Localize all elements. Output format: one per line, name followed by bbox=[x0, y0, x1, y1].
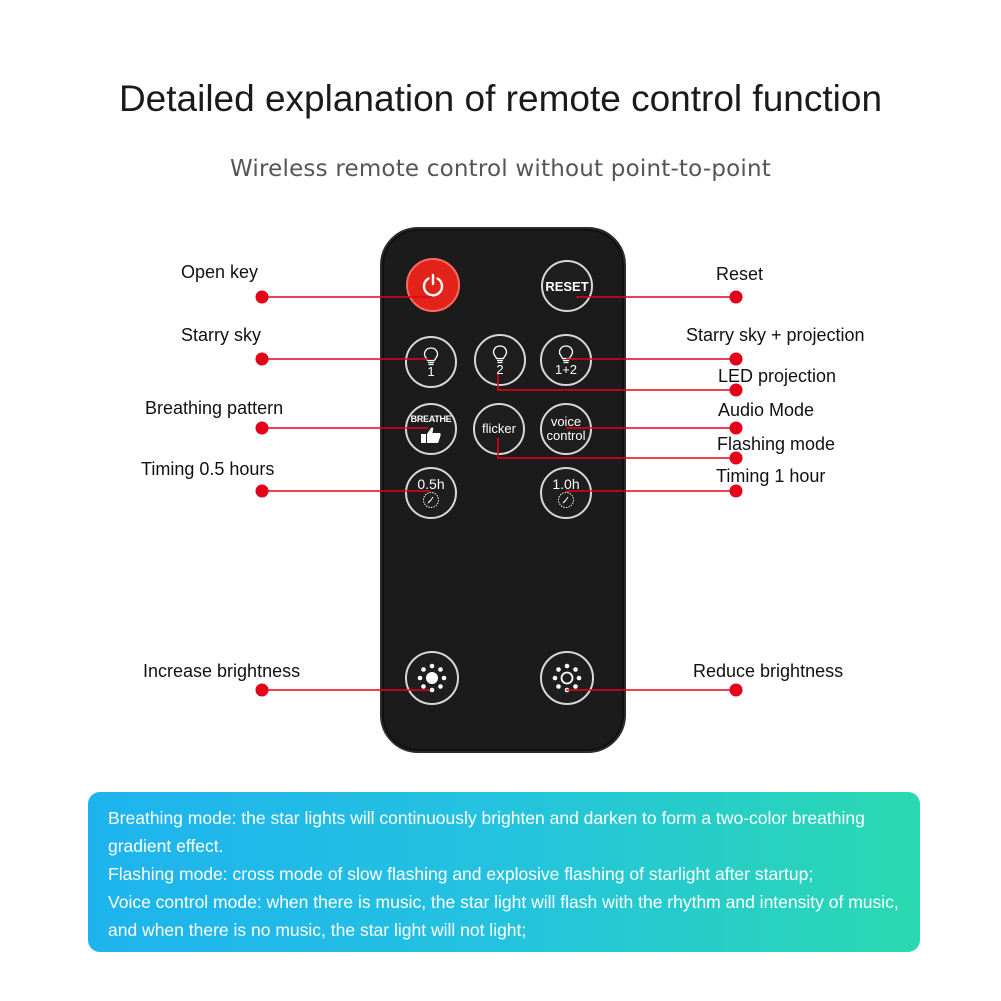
led-projection-button[interactable]: 2 bbox=[474, 334, 526, 386]
callout-dot bbox=[729, 421, 743, 435]
timer-05h-button[interactable]: 0.5h bbox=[405, 467, 457, 519]
starry-sky-button[interactable]: 1 bbox=[405, 336, 457, 388]
label-timing-1: Timing 1 hour bbox=[716, 466, 826, 486]
remote-control: RESET 1 2 1+2 BREATHE bbox=[380, 227, 626, 753]
callout-dot bbox=[255, 352, 269, 366]
breathe-button[interactable]: BREATHE bbox=[405, 403, 457, 455]
starry-sky-button-label: 1 bbox=[427, 363, 435, 379]
label-breathing-pattern: Breathing pattern bbox=[145, 398, 284, 418]
callout-dot bbox=[729, 484, 743, 498]
voice-control-button-label-2: control bbox=[546, 428, 586, 443]
callout-dot bbox=[255, 290, 269, 304]
power-icon bbox=[422, 273, 444, 297]
flicker-button[interactable]: flicker bbox=[473, 403, 525, 455]
label-timing-05: Timing 0.5 hours bbox=[141, 459, 275, 479]
label-led-projection: LED projection bbox=[718, 366, 837, 386]
breathe-button-label: BREATHE bbox=[410, 413, 452, 424]
page-title: Detailed explanation of remote control f… bbox=[118, 78, 883, 119]
bulb-icon bbox=[558, 344, 574, 363]
bulb-icon bbox=[423, 346, 439, 365]
callout-dot bbox=[729, 352, 743, 366]
info-panel: Breathing mode: the star lights will con… bbox=[88, 792, 920, 952]
reset-button[interactable]: RESET bbox=[541, 260, 593, 312]
power-button[interactable] bbox=[406, 258, 460, 312]
label-starry-sky: Starry sky bbox=[181, 325, 262, 345]
led-projection-button-label: 2 bbox=[496, 361, 504, 377]
callout-dot bbox=[255, 683, 269, 697]
label-flashing-mode: Flashing mode bbox=[717, 434, 836, 454]
callout-line-led-projection bbox=[497, 374, 736, 391]
voice-control-button[interactable]: voice control bbox=[540, 403, 592, 455]
flicker-button-label: flicker bbox=[482, 421, 516, 436]
info-voice-control-mode: Voice control mode: when there is music,… bbox=[108, 892, 899, 940]
page-subtitle: Wireless remote control without point-to… bbox=[229, 156, 772, 182]
brightness-down-icon bbox=[552, 663, 582, 693]
bulb-icon bbox=[492, 344, 508, 363]
clock-icon bbox=[558, 492, 574, 508]
label-increase-brightness: Increase brightness bbox=[143, 661, 301, 681]
thumbs-up-icon bbox=[421, 426, 441, 443]
callout-dot bbox=[729, 290, 743, 304]
info-flashing-mode: Flashing mode: cross mode of slow flashi… bbox=[108, 864, 814, 884]
callout-dot bbox=[729, 383, 743, 397]
label-open-key: Open key bbox=[181, 262, 259, 282]
timer-1h-button-label: 1.0h bbox=[552, 476, 580, 492]
callout-dot bbox=[255, 421, 269, 435]
label-audio-mode: Audio Mode bbox=[718, 400, 815, 420]
callout-dot bbox=[729, 451, 743, 465]
brightness-up-icon bbox=[417, 663, 447, 693]
callout-line-flashing bbox=[497, 438, 736, 459]
info-breathing-mode: Breathing mode: the star lights will con… bbox=[108, 808, 865, 856]
label-starry-sky-projection: Starry sky + projection bbox=[686, 325, 865, 345]
label-reset: Reset bbox=[716, 264, 764, 284]
increase-brightness-button[interactable] bbox=[405, 651, 459, 705]
timer-1h-button[interactable]: 1.0h bbox=[540, 467, 592, 519]
label-reduce-brightness: Reduce brightness bbox=[693, 661, 844, 681]
reset-button-label: RESET bbox=[545, 278, 589, 294]
starry-sky-projection-button[interactable]: 1+2 bbox=[540, 334, 592, 386]
voice-control-button-label-1: voice bbox=[550, 414, 582, 429]
starry-sky-projection-button-label: 1+2 bbox=[554, 361, 578, 377]
callout-dot bbox=[255, 484, 269, 498]
reduce-brightness-button[interactable] bbox=[540, 651, 594, 705]
timer-05h-button-label: 0.5h bbox=[417, 476, 445, 492]
clock-icon bbox=[423, 492, 439, 508]
callout-dot bbox=[729, 683, 743, 697]
